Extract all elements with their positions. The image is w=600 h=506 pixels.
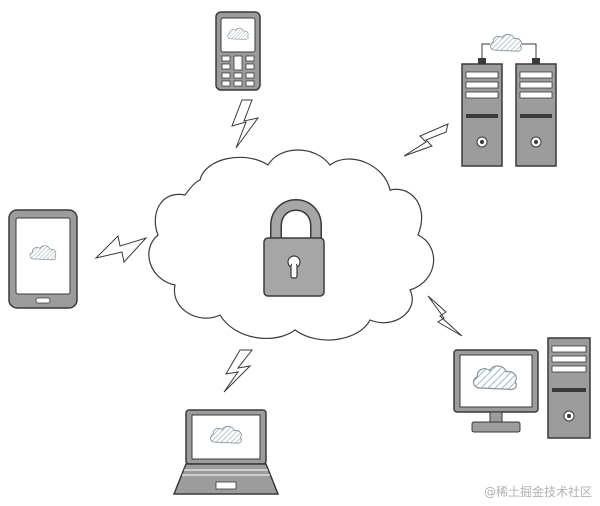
desktop-computer-icon <box>453 337 591 439</box>
lightning-bolt-icon <box>94 234 148 264</box>
lightning-bolt-icon <box>231 99 260 149</box>
lightning-bolt-icon <box>403 123 449 157</box>
lightning-bolt-icon <box>223 349 254 393</box>
tablet-icon <box>8 209 78 309</box>
mobile-phone-icon <box>215 11 261 91</box>
padlock-icon <box>263 199 325 297</box>
server-pair-icon <box>461 33 557 167</box>
watermark-text: @稀土掘金技术社区 <box>483 485 592 499</box>
laptop-icon <box>172 409 280 495</box>
lightning-bolt-icon <box>427 295 463 337</box>
